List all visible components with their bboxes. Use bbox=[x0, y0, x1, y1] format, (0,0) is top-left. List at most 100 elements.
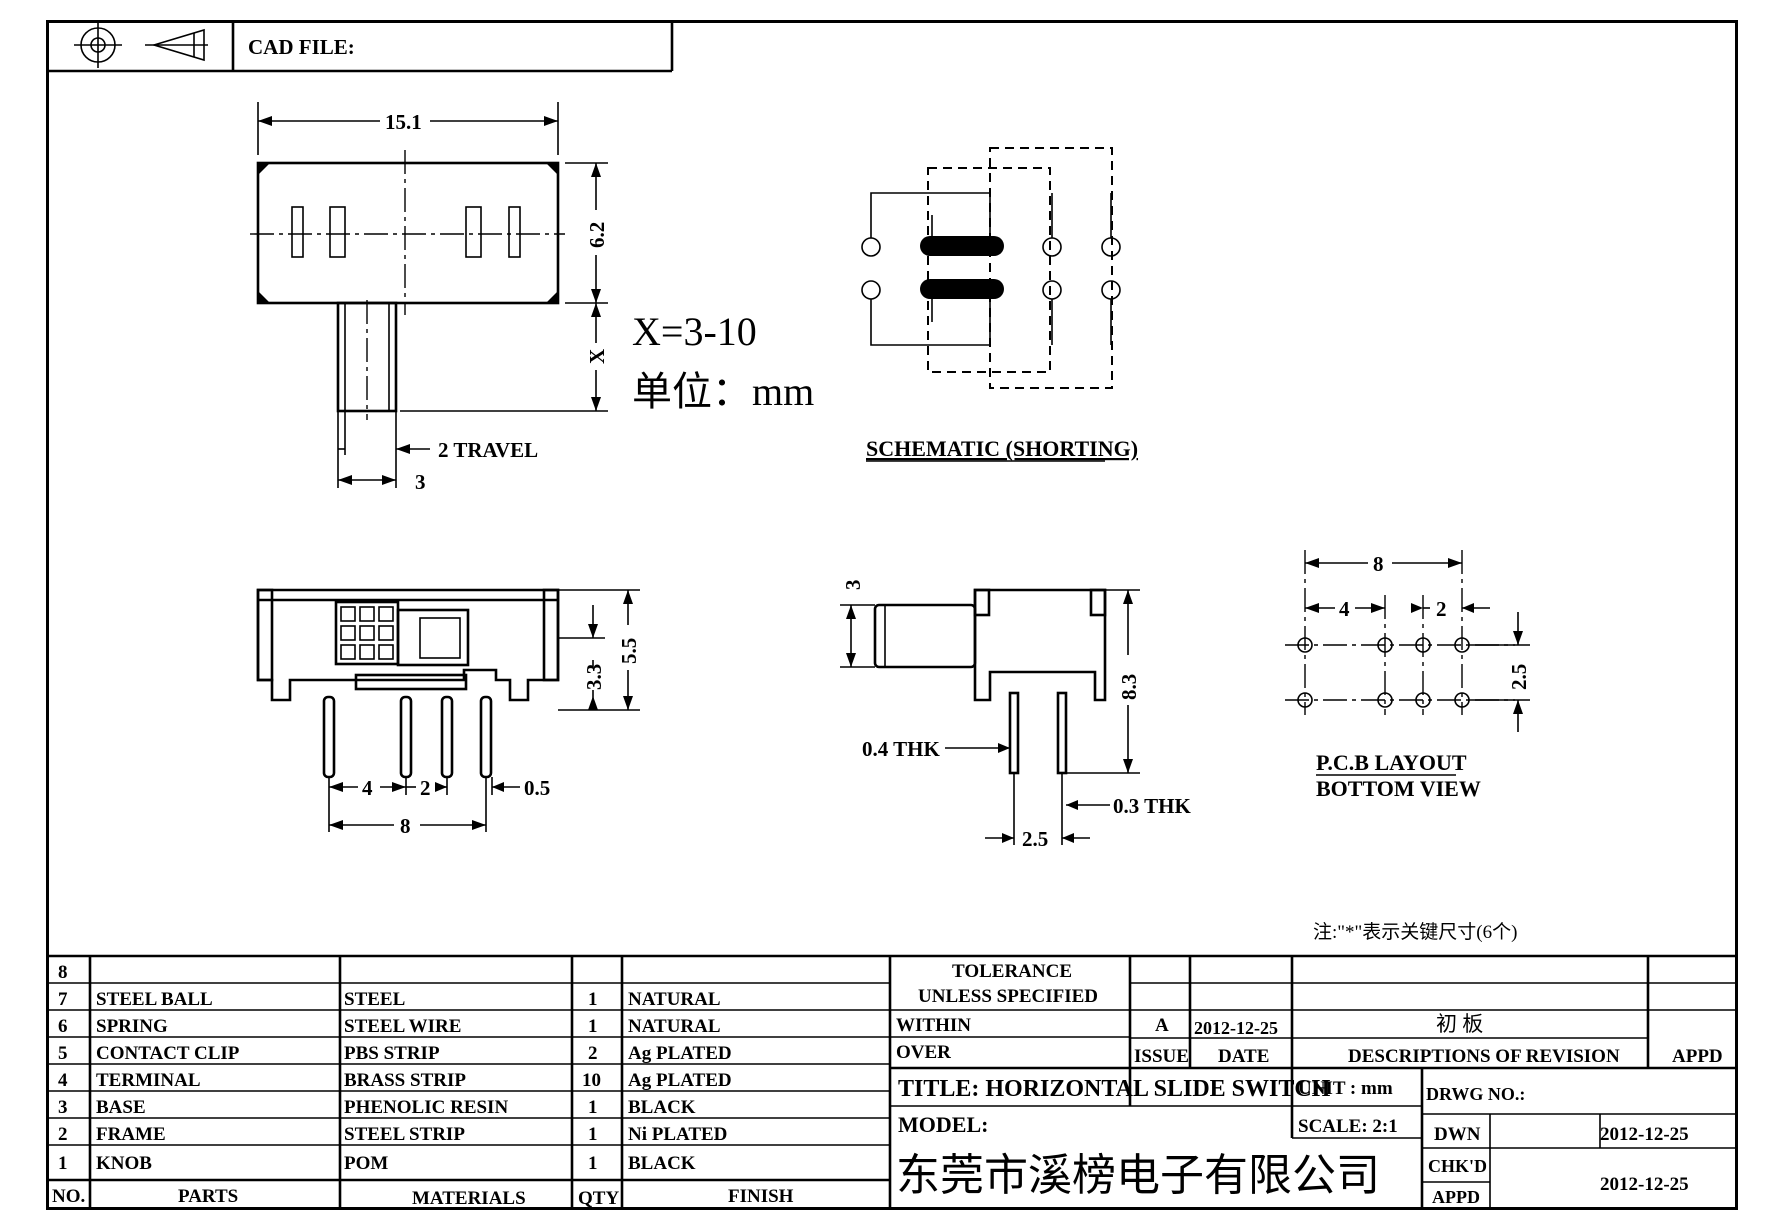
pcb-dim-8: 8 bbox=[1373, 552, 1384, 576]
row-qty: 1 bbox=[588, 989, 598, 1010]
pcb-dim-2: 2 bbox=[1436, 597, 1447, 621]
appd2-label: APPD bbox=[1432, 1187, 1480, 1207]
row-finish: BLACK bbox=[628, 1153, 696, 1174]
row-no: 3 bbox=[58, 1097, 68, 1118]
row-material: STEEL WIRE bbox=[344, 1016, 461, 1037]
front-dim-4: 4 bbox=[362, 776, 373, 800]
row-finish: BLACK bbox=[628, 1097, 696, 1118]
issue-value: A bbox=[1155, 1015, 1169, 1036]
appd-label: APPD bbox=[1672, 1046, 1723, 1067]
row-qty: 1 bbox=[588, 1153, 598, 1174]
row-part: TERMINAL bbox=[96, 1070, 201, 1091]
model-label: MODEL: bbox=[898, 1112, 988, 1137]
pcb-holes bbox=[1297, 637, 1470, 708]
date-label: DATE bbox=[1218, 1046, 1269, 1067]
bom-rows: 8 7 STEEL BALL STEEL 1 NATURAL 6 SPRING … bbox=[52, 962, 794, 1209]
tolerance-label: TOLERANCE bbox=[952, 961, 1072, 982]
row-finish: NATURAL bbox=[628, 1016, 721, 1037]
row-no: 4 bbox=[58, 1070, 68, 1091]
row-material: STEEL STRIP bbox=[344, 1124, 465, 1145]
front-dim-05: 0.5 bbox=[524, 776, 550, 800]
x-range-label: X=3-10 bbox=[632, 309, 757, 354]
dim-width-label: 15.1 bbox=[385, 110, 422, 134]
side-dim-03: 0.3 THK bbox=[1113, 794, 1191, 818]
pcb-layout: 8 4 2 2.5 P.C.B LAYOUT BOTTOM VIEW bbox=[1285, 550, 1531, 801]
row-part: CONTACT CLIP bbox=[96, 1043, 240, 1064]
header-block: CAD FILE: bbox=[46, 20, 674, 73]
drawing-title: TITLE: HORIZONTAL SLIDE SWITCH bbox=[898, 1076, 1331, 1102]
scale-cell: SCALE: 2:1 bbox=[1298, 1116, 1398, 1137]
side-dim-04: 0.4 THK bbox=[862, 737, 940, 761]
row-part: FRAME bbox=[96, 1124, 166, 1145]
pcb-dim-4: 4 bbox=[1339, 597, 1350, 621]
row-qty: 1 bbox=[588, 1097, 598, 1118]
cad-file-label: CAD FILE: bbox=[248, 35, 355, 59]
issue-date: 2012-12-25 bbox=[1194, 1018, 1278, 1038]
target-icon bbox=[74, 22, 122, 68]
unit-cell: UNIT : mm bbox=[1298, 1078, 1393, 1099]
row-part: SPRING bbox=[96, 1016, 168, 1037]
top-view: 15.1 6.2 X 2 TRAVEL 3 X=3-10 单位：mm bbox=[250, 102, 814, 494]
row-material: PHENOLIC RESIN bbox=[344, 1097, 508, 1118]
pcb-caption-1: P.C.B LAYOUT bbox=[1316, 750, 1467, 775]
dwn-label: DWN bbox=[1434, 1124, 1481, 1145]
dim-knob-label: 3 bbox=[415, 470, 426, 494]
header-no: NO. bbox=[52, 1186, 85, 1207]
row-part: STEEL BALL bbox=[96, 989, 213, 1010]
row-finish: Ag PLATED bbox=[628, 1043, 732, 1064]
row-no: 1 bbox=[58, 1153, 68, 1174]
unless-specified-label: UNLESS SPECIFIED bbox=[918, 986, 1098, 1007]
front-dim-33: 3.3 bbox=[582, 664, 606, 690]
side-dim-25: 2.5 bbox=[1022, 827, 1048, 851]
front-view: 5.5 3.3 4 2 0.5 8 bbox=[256, 588, 641, 838]
dim-height-label: 6.2 bbox=[585, 222, 609, 248]
drawing-frame bbox=[46, 20, 1738, 1210]
pcb-caption-2: BOTTOM VIEW bbox=[1316, 776, 1481, 801]
row-material: BRASS STRIP bbox=[344, 1070, 466, 1091]
chkd-label: CHK'D bbox=[1428, 1156, 1487, 1176]
front-dim-55: 5.5 bbox=[617, 638, 641, 664]
dim-x-label: X bbox=[585, 349, 609, 364]
within-label: WITHIN bbox=[896, 1015, 971, 1036]
knob-grid bbox=[340, 606, 394, 660]
title-block-text: TOLERANCE UNLESS SPECIFIED WITHIN OVER A… bbox=[896, 961, 1723, 1207]
row-qty: 2 bbox=[588, 1043, 598, 1064]
row-no: 2 bbox=[58, 1124, 68, 1145]
side-dim-83: 8.3 bbox=[1117, 674, 1141, 700]
front-dim-2: 2 bbox=[420, 776, 431, 800]
bom-table bbox=[46, 954, 1738, 1210]
row-no: 5 bbox=[58, 1043, 68, 1064]
unit-label: 单位：mm bbox=[632, 369, 814, 414]
row-material: POM bbox=[344, 1153, 388, 1174]
row-finish: Ag PLATED bbox=[628, 1070, 732, 1091]
revision-label: DESCRIPTIONS OF REVISION bbox=[1348, 1046, 1620, 1067]
row-no: 6 bbox=[58, 1016, 68, 1037]
row-finish: Ni PLATED bbox=[628, 1124, 727, 1145]
issue-label: ISSUE bbox=[1134, 1046, 1189, 1067]
row-material: PBS STRIP bbox=[344, 1043, 440, 1064]
header-qty: QTY bbox=[578, 1188, 619, 1209]
header-materials: MATERIALS bbox=[412, 1188, 526, 1209]
header-finish: FINISH bbox=[728, 1186, 794, 1207]
header-parts: PARTS bbox=[178, 1186, 238, 1207]
side-view: 3 8.3 0.4 THK 0.3 THK 2.5 bbox=[840, 580, 1191, 851]
title-block bbox=[890, 956, 1738, 1210]
company-name: 东莞市溪榜电子有限公司 bbox=[896, 1151, 1380, 1200]
row-material: STEEL bbox=[344, 989, 405, 1010]
row-part: KNOB bbox=[96, 1153, 152, 1174]
schematic: SCHEMATIC (SHORTING) bbox=[861, 147, 1138, 462]
key-dimension-note: 注:"*"表示关键尺寸(6个) bbox=[1313, 921, 1517, 943]
row-qty: 1 bbox=[588, 1016, 598, 1037]
row-part: BASE bbox=[96, 1097, 146, 1118]
row-qty: 1 bbox=[588, 1124, 598, 1145]
row-qty: 10 bbox=[582, 1070, 601, 1091]
drwg-no-label: DRWG NO.: bbox=[1426, 1084, 1525, 1104]
pcb-dim-25: 2.5 bbox=[1507, 664, 1531, 690]
revision-text: 初 板 bbox=[1436, 1012, 1483, 1036]
cone-projection-icon bbox=[145, 28, 208, 62]
over-label: OVER bbox=[896, 1042, 951, 1063]
row-no: 7 bbox=[58, 989, 68, 1010]
dwn-date: 2012-12-25 bbox=[1600, 1124, 1689, 1145]
side-dim-3: 3 bbox=[841, 580, 865, 591]
